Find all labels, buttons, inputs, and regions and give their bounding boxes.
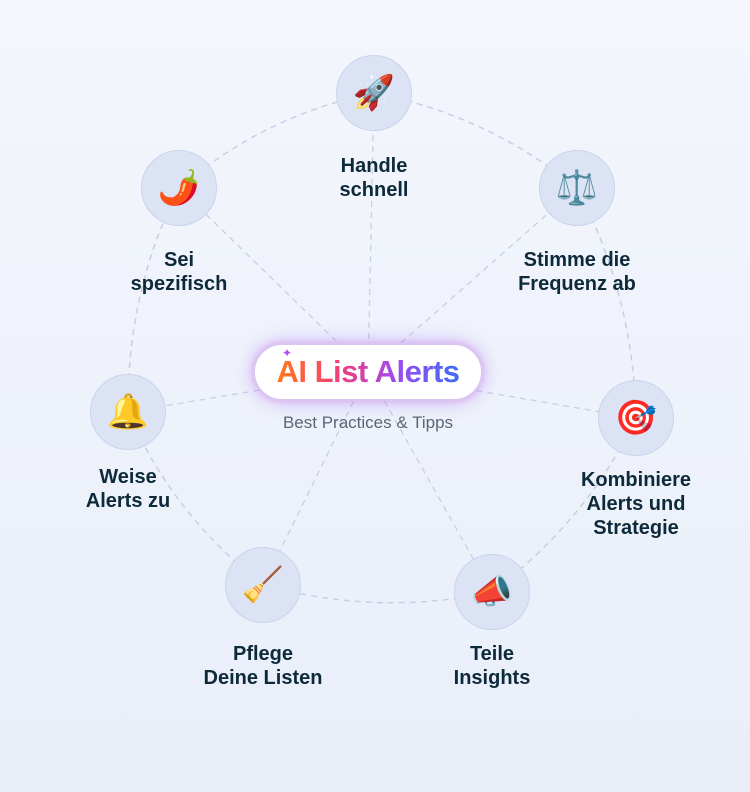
node-weise-alerts-zu: 🔔 bbox=[90, 374, 166, 450]
spoke-connector bbox=[367, 92, 375, 373]
label-line: spezifisch bbox=[130, 273, 228, 295]
label-line: Teile bbox=[469, 643, 515, 665]
label-line: Insights bbox=[453, 667, 531, 689]
node-sei-spezifisch: 🌶️ bbox=[141, 150, 217, 226]
megaphone-icon: 📣 bbox=[470, 573, 514, 611]
bell-icon: 🔔 bbox=[106, 393, 150, 431]
label-line: Frequenz ab bbox=[518, 273, 636, 295]
sparkle-icon: ✦ bbox=[282, 346, 293, 360]
label-line: Strategie bbox=[593, 517, 679, 539]
node-stimme-die-frequenz-ab: ⚖️ bbox=[539, 150, 615, 226]
label-line: Sei bbox=[163, 249, 195, 271]
node-kombiniere-alerts-und-strategie: 🎯 bbox=[598, 380, 674, 456]
label-line: Deine Listen bbox=[203, 667, 323, 689]
label-line: Handle bbox=[340, 155, 408, 177]
label-line: Alerts und bbox=[586, 493, 686, 515]
broom-icon: 🧹 bbox=[241, 566, 285, 604]
center-subtitle: Best Practices & Tipps bbox=[282, 413, 454, 432]
center-title-pill: AI List Alerts bbox=[253, 343, 483, 401]
label-line: Stimme die bbox=[523, 249, 631, 271]
label-line: schnell bbox=[339, 179, 409, 201]
label-line: Kombiniere bbox=[580, 469, 692, 491]
chili-pepper-icon: 🌶️ bbox=[157, 169, 201, 207]
label-line: Pflege bbox=[232, 643, 294, 665]
rocket-icon: 🚀 bbox=[352, 74, 396, 112]
spoke-connector bbox=[367, 187, 578, 373]
balance-scale-icon: ⚖️ bbox=[555, 169, 599, 207]
label-line: Weise bbox=[99, 466, 157, 488]
spoke-connector bbox=[127, 371, 369, 413]
target-icon: 🎯 bbox=[614, 399, 658, 437]
center-title: AI List Alerts bbox=[276, 354, 460, 389]
node-handle-schnell: 🚀 bbox=[336, 55, 412, 131]
ring-connector bbox=[373, 92, 578, 189]
spoke-connector bbox=[367, 371, 493, 593]
node-pflege-deine-listen: 🧹 bbox=[225, 547, 301, 623]
label-line: Alerts zu bbox=[85, 490, 171, 512]
node-teile-insights: 📣 bbox=[454, 554, 530, 630]
